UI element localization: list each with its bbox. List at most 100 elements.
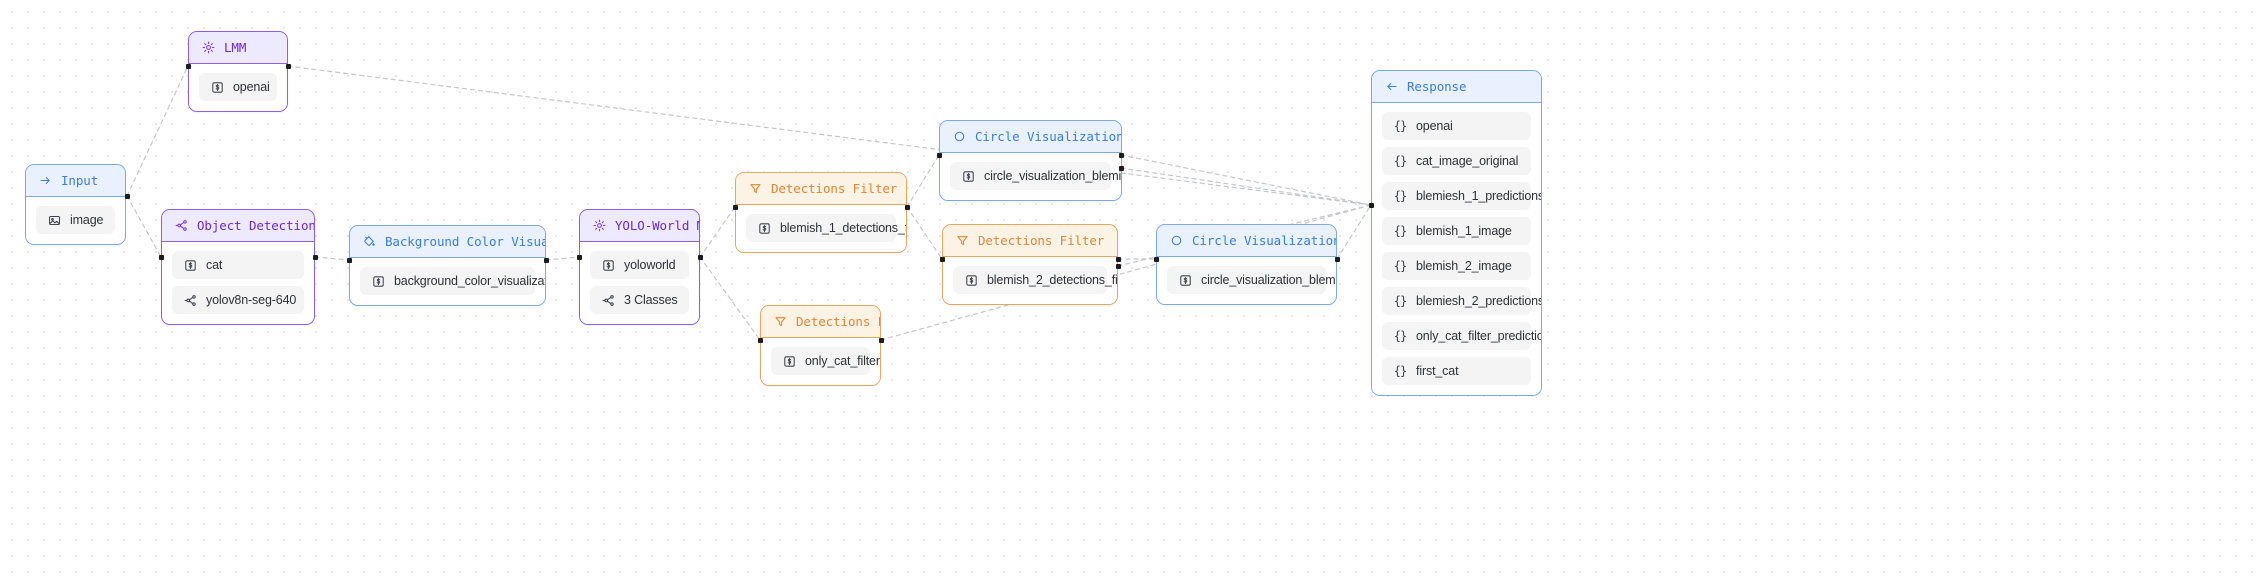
node-circle-visualization-blemish-2[interactable]: Circle Visualization circle_visualization… bbox=[1156, 224, 1337, 305]
dollar-box-icon bbox=[601, 258, 615, 272]
node-response[interactable]: Response{}openai{}cat_image_original{}bl… bbox=[1371, 70, 1542, 396]
node-object-detection-model[interactable]: Object Detection Model cat yolov8n-seg-640 bbox=[161, 209, 315, 325]
edge-ywm-out-to-df1-in bbox=[699, 206, 736, 258]
response-row[interactable]: {}only_cat_filter_predictions bbox=[1382, 322, 1541, 350]
response-row[interactable]: {} blemish_2_image bbox=[1382, 252, 1531, 280]
connection-port[interactable] bbox=[158, 254, 164, 260]
network-icon bbox=[174, 219, 188, 233]
funnel-icon bbox=[748, 182, 762, 196]
node-body-yolo-world-model: yoloworld 3 Classes bbox=[580, 242, 699, 324]
response-row-label: first_cat bbox=[1416, 364, 1459, 378]
node-input[interactable]: Input image bbox=[25, 164, 126, 245]
connection-port[interactable] bbox=[1153, 256, 1159, 262]
node-yolo-world-model[interactable]: YOLO-World Model yoloworld 3 Classes bbox=[579, 209, 700, 325]
node-row-label: circle_visualization_blemish_2 bbox=[1201, 273, 1337, 287]
connection-port[interactable] bbox=[1115, 263, 1121, 269]
node-title: Detections Filter bbox=[978, 233, 1105, 248]
connection-port[interactable] bbox=[285, 63, 291, 69]
connection-port[interactable] bbox=[939, 256, 945, 262]
response-row[interactable]: {}first_cat bbox=[1382, 357, 1531, 385]
node-row-label: blemish_2_detections_filter bbox=[987, 273, 1118, 287]
connection-port[interactable] bbox=[346, 257, 352, 263]
node-row[interactable]: 3 Classes bbox=[590, 286, 689, 314]
node-body-detections-filter-blemish-1: blemish_1_detections_filter bbox=[736, 205, 906, 252]
connection-port[interactable] bbox=[904, 204, 910, 210]
connection-port[interactable] bbox=[124, 193, 130, 199]
connection-port[interactable] bbox=[1118, 165, 1124, 171]
response-row-label: blemish_1_image bbox=[1416, 224, 1512, 238]
node-row-label: only_cat_filter bbox=[805, 354, 880, 368]
node-title: YOLO-World Model bbox=[615, 218, 699, 233]
response-row[interactable]: {}blemish_1_image bbox=[1382, 217, 1531, 245]
node-row[interactable]: image bbox=[36, 206, 115, 234]
node-title: Circle Visualization bbox=[975, 129, 1122, 144]
edge-input-out-to-lmm-in bbox=[126, 65, 189, 197]
node-header-background-color-visualization: Background Color Visualization bbox=[350, 226, 545, 258]
connection-port[interactable] bbox=[312, 254, 318, 260]
node-header-object-detection-model: Object Detection Model bbox=[162, 210, 314, 242]
connection-port[interactable] bbox=[1115, 256, 1121, 262]
circle-outline-icon bbox=[952, 130, 966, 144]
node-row[interactable]: circle_visualization_blemish_2 bbox=[1167, 266, 1336, 294]
node-body-input: image bbox=[26, 197, 125, 244]
connection-port[interactable] bbox=[185, 63, 191, 69]
node-row[interactable]: yoloworld bbox=[590, 251, 689, 279]
response-row-label: openai bbox=[1416, 119, 1453, 133]
connection-port[interactable] bbox=[543, 257, 549, 263]
curly-braces-icon: {} bbox=[1393, 259, 1407, 273]
node-row[interactable]: background_color_visualization bbox=[360, 267, 545, 295]
curly-braces-icon: {} bbox=[1393, 189, 1407, 203]
node-detections-filter-blemish-1[interactable]: Detections Filter blemish_1_detections_fi… bbox=[735, 172, 907, 253]
node-row[interactable]: cat bbox=[172, 251, 304, 279]
node-row[interactable]: circle_visualization_blemish_1 bbox=[950, 162, 1121, 190]
node-circle-visualization-blemish-1[interactable]: Circle Visualization circle_visualization… bbox=[939, 120, 1122, 201]
dollar-box-icon bbox=[961, 169, 975, 183]
connection-port[interactable] bbox=[576, 254, 582, 260]
node-detections-filter-blemish-2[interactable]: Detections Filter blemish_2_detections_fi… bbox=[942, 224, 1118, 305]
node-title: Circle Visualization bbox=[1192, 233, 1337, 248]
curly-braces-icon: {} bbox=[1393, 294, 1407, 308]
node-row[interactable]: yolov8n-seg-640 bbox=[172, 286, 304, 314]
connection-port[interactable] bbox=[936, 152, 942, 158]
connection-port[interactable] bbox=[732, 204, 738, 210]
node-body-detections-filter-only-cat: only_cat_filter bbox=[761, 338, 880, 385]
connection-port[interactable] bbox=[1368, 202, 1374, 208]
dollar-box-icon bbox=[183, 258, 197, 272]
response-row[interactable]: {}cat_image_original bbox=[1382, 147, 1531, 175]
node-header-circle-visualization-blemish-2: Circle Visualization bbox=[1157, 225, 1336, 257]
node-title: Background Color Visualization bbox=[385, 234, 545, 249]
node-detections-filter-only-cat[interactable]: Detections Filteronly_cat_filter bbox=[760, 305, 881, 386]
dollar-box-icon bbox=[782, 354, 796, 368]
response-row[interactable]: {}blemiesh_1_predictions bbox=[1382, 182, 1541, 210]
connection-port[interactable] bbox=[878, 337, 884, 343]
dollar-box-icon bbox=[1178, 273, 1192, 287]
node-body-circle-visualization-blemish-2: circle_visualization_blemish_2 bbox=[1157, 257, 1336, 304]
funnel-icon bbox=[955, 234, 969, 248]
connection-port[interactable] bbox=[757, 337, 763, 343]
response-row[interactable]: {}blemiesh_2_predictions bbox=[1382, 287, 1541, 315]
network-icon bbox=[183, 293, 197, 307]
node-header-yolo-world-model: YOLO-World Model bbox=[580, 210, 699, 242]
image-icon bbox=[47, 213, 61, 227]
node-title: Object Detection Model bbox=[197, 218, 315, 233]
node-row-label: openai bbox=[233, 80, 270, 94]
gear-icon bbox=[592, 219, 606, 233]
node-row[interactable]: only_cat_filter bbox=[771, 347, 880, 375]
connection-port[interactable] bbox=[1334, 256, 1340, 262]
edge-df1-out-to-cv1-in bbox=[906, 154, 940, 208]
node-row[interactable]: blemish_1_detections_filter bbox=[746, 214, 906, 242]
node-row[interactable]: blemish_2_detections_filter bbox=[953, 266, 1117, 294]
node-header-detections-filter-blemish-2: Detections Filter bbox=[943, 225, 1117, 257]
edge-cv1-out-to-response bbox=[1120, 154, 1372, 206]
node-row[interactable]: openai bbox=[199, 73, 277, 101]
connection-port[interactable] bbox=[1118, 152, 1124, 158]
response-row[interactable]: {}openai bbox=[1382, 112, 1531, 140]
node-background-color-visualization[interactable]: Background Color Visualization background… bbox=[349, 225, 546, 306]
node-title: Input bbox=[61, 173, 99, 188]
node-title: Detections Filter bbox=[771, 181, 898, 196]
response-row-label: blemish_2_image bbox=[1416, 259, 1512, 273]
node-row-label: background_color_visualization bbox=[394, 274, 545, 288]
connection-port[interactable] bbox=[697, 254, 703, 260]
